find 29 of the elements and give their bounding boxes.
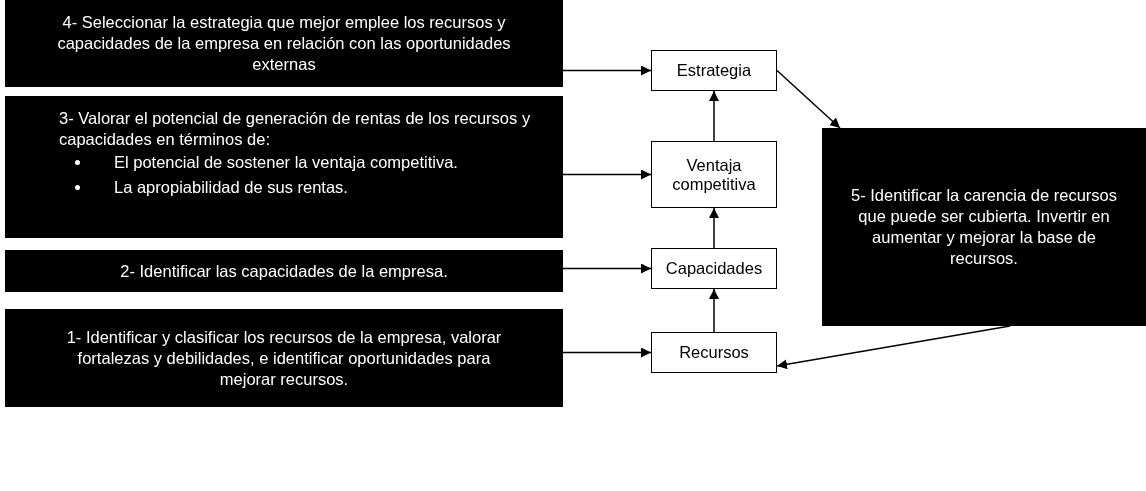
- step-box: [5, 96, 563, 238]
- concept-label: Capacidades: [665, 259, 763, 278]
- arrow: [709, 90, 719, 142]
- arrow: [562, 347, 652, 358]
- step-box: [5, 309, 563, 407]
- concept-box: [651, 50, 777, 91]
- arrow: [776, 69, 841, 129]
- concept-box: [651, 141, 777, 208]
- concept-label: Recursos: [679, 343, 749, 362]
- arrow: [562, 263, 652, 274]
- step-text: 3- Valorar el potencial de generación de rentas de los recursos y capacidades en términos de:: [59, 108, 532, 150]
- concept-label: Ventaja competitiva: [671, 155, 757, 194]
- step-box: [5, 250, 563, 292]
- arrow: [562, 65, 652, 76]
- step-text: 5- Identificar la carencia de recursos que puede ser cubierta. Invertir en aumentar y mejorar la base de recursos.: [850, 185, 1118, 269]
- bullet-text: El potencial de sostener la ventaja competitiva.: [114, 152, 458, 173]
- step-box: [822, 128, 1146, 326]
- arrow: [709, 207, 719, 249]
- concept-box: [651, 248, 777, 289]
- arrow: [709, 288, 719, 333]
- concept-label: Estrategia: [676, 61, 752, 80]
- step-text: 4- Seleccionar la estrategia que mejor emplee los recursos y capacidades de la empresa en relación con las oportunidades externas: [56, 12, 512, 75]
- concept-box: [651, 332, 777, 373]
- arrow: [562, 169, 652, 180]
- bullet-text: La apropiabilidad de sus rentas.: [114, 177, 348, 198]
- step-text: 1- Identificar y clasificar los recursos de la empresa, valorar fortalezas y debilidades, e identificar oportunidades para mejorar recursos.: [65, 326, 503, 390]
- step-box: [5, 0, 563, 87]
- arrow: [776, 325, 1011, 370]
- step-text: 2- Identificar las capacidades de la empresa.: [119, 260, 449, 282]
